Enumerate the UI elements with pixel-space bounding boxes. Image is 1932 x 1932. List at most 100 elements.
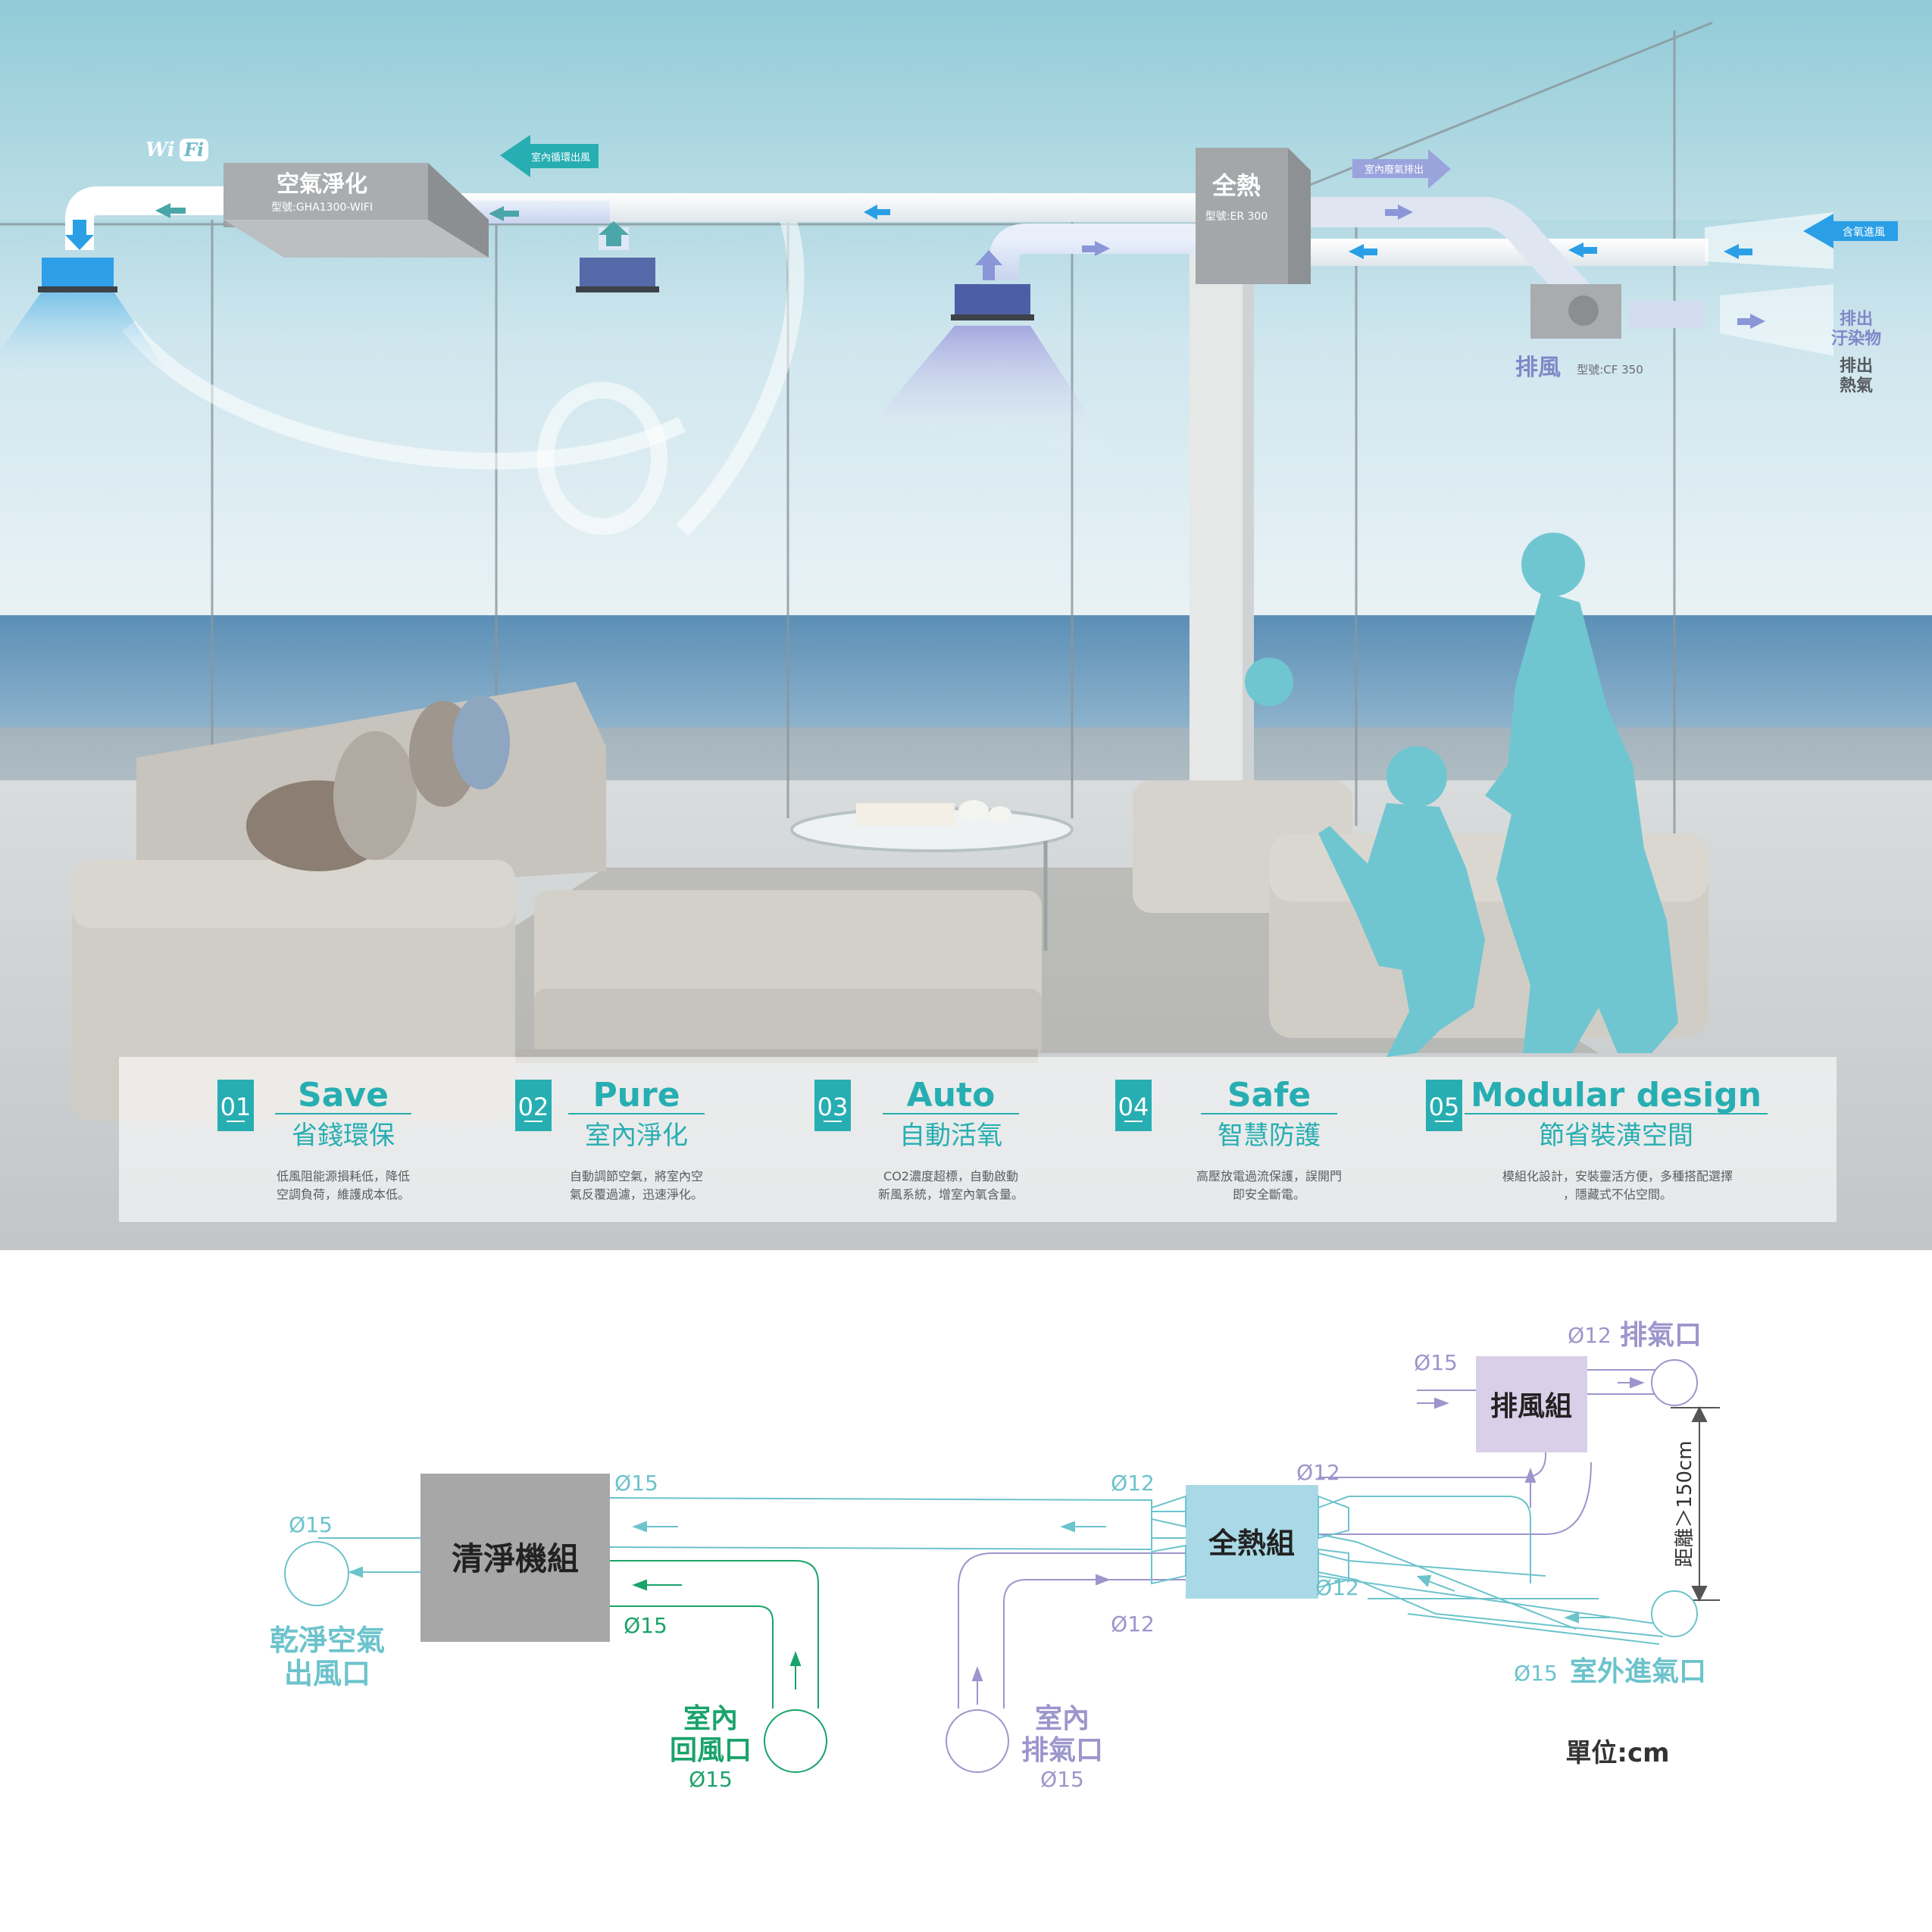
window-frames [0,21,1713,962]
feature-title-zh: 省錢環保 [292,1121,395,1151]
arrow-left-icon [489,206,519,221]
ceiling-outlet-1 [0,258,182,394]
indoor-exhaust-label-1: 室內 [1035,1703,1089,1734]
exhaust-outlet-vent [1651,1359,1698,1406]
purifier-unit [224,163,489,258]
feature-desc-line-1: 模組化設計，安裝靈活方便，多種搭配選擇 [1502,1169,1733,1183]
purifier-bottom-dia: Ø15 [624,1613,667,1638]
feature-title-en: Pure [592,1076,680,1114]
exhaust-in-dia: Ø15 [1414,1350,1458,1375]
purifier-title: 空氣淨化 [277,171,367,198]
arrow-left-icon [1568,242,1597,258]
feature-number-badge [1426,1080,1462,1131]
wifi-badge: Wi Fi [145,139,208,161]
exhaust-box [1476,1356,1587,1452]
feature-desc-line-1: 低風阻能源損耗低，降低 [277,1169,410,1183]
feature-number: 03 [818,1093,849,1121]
family-silhouette [1245,533,1678,1057]
exhaust-box-label: 排風組 [1490,1391,1572,1422]
indoor-exhaust-arrow: 室內廢氣排出 [1352,149,1451,189]
distance-label: 距離＞150cm [1674,1440,1696,1567]
indoor-exhaust-label-2: 排氣口 [1021,1735,1103,1766]
erv-title: 全熱 [1211,171,1261,200]
feature-title-zh: 自動活氧 [899,1121,1002,1151]
feature-title-en: Auto [907,1076,996,1114]
coffee-table [790,800,1074,951]
erv-left-top-dia: Ø12 [1111,1471,1155,1496]
feature-title-en: Safe [1227,1076,1311,1114]
feature-title-en: Save [298,1076,389,1114]
arrow-up-icon [975,250,1002,280]
exhaust-out-label: 排氣口 [1620,1320,1702,1351]
arrow-right-icon [1385,205,1413,220]
arrow-left-icon [155,203,186,218]
erv-model: 型號:ER 300 [1205,211,1268,223]
svg-text:室內廢氣排出: 室內廢氣排出 [1365,164,1424,176]
erv-unit [1196,148,1311,284]
discharge-pollutants: 排出汙染物 [1831,310,1881,349]
purifier-box [420,1474,610,1642]
feature-number: 02 [518,1093,549,1121]
arrow-right-icon [1082,241,1110,256]
arrow-right-icon [1737,314,1765,329]
oxygen-intake-arrow: 含氧進風 [1803,214,1898,249]
clean-outlet-dia: Ø15 [289,1512,333,1537]
purifier-model: 型號:GHA1300-WIFI [271,202,373,214]
feature-title-zh: 節省裝潢空間 [1539,1121,1693,1151]
feature-desc-line-1: CO2濃度超標，自動啟動 [883,1169,1018,1183]
svg-text:Fi: Fi [183,139,204,161]
erv-right-bottom-dia: Ø12 [1315,1575,1359,1600]
feature-title-zh: 智慧防護 [1218,1121,1321,1151]
duct-flow-arrows [65,203,1765,329]
feature-title-zh: 室內淨化 [585,1121,688,1151]
installation-diagram: 距離＞150cm 清淨機組 全熱組 排風組 [270,1320,1720,1792]
clean-outlet-vent [284,1541,349,1606]
feature-number-badge [515,1080,552,1131]
exhaust-unit [1530,284,1621,339]
erv-left-bottom-dia: Ø12 [1111,1612,1155,1637]
feature-number-badge [217,1080,254,1131]
feature-desc-line-1: 高壓放電過流保護，誤開門 [1196,1169,1342,1183]
vents [284,1359,1698,1773]
feature-number-badge [814,1080,851,1131]
feature-desc-line-2: 空調負荷，維護成本低。 [277,1187,410,1202]
clean-outlet-label-2: 出風口 [284,1657,370,1690]
purifier-top-dia: Ø15 [614,1471,658,1496]
exhaust-unit-title: 排風 [1515,355,1561,381]
arrow-left-icon [1724,244,1752,259]
return-air-duct [610,1560,819,1708]
arrow-up-icon [599,221,629,246]
ceiling-outlet-3 [871,284,1114,455]
living-room-scene: 室內循環出風 室內廢氣排出 含氧進風 Wi Fi 空氣淨化 型號:GHA1300… [0,0,1932,1250]
feature-number: 01 [220,1093,252,1121]
erv-box [1186,1485,1318,1599]
discharge-heat: 排出熱氣 [1840,357,1873,395]
svg-text:Wi: Wi [145,139,175,161]
feature-title-en: Modular design [1471,1076,1762,1114]
indoor-exhaust-dia: Ø15 [1040,1767,1084,1792]
svg-text:含氧進風: 含氧進風 [1843,227,1885,239]
feature-number: 04 [1118,1093,1149,1121]
outdoor-intake-vent [1651,1590,1698,1637]
feature-desc-line-2: 新風系統，增室內氧含量。 [878,1187,1024,1202]
sofa [72,682,1042,1121]
feature-desc-line-2: ，隱藏式不佔空間。 [1563,1187,1672,1202]
airflow-swirl [122,217,805,536]
arrow-left-icon [1349,244,1377,259]
svg-text:室內循環出風: 室內循環出風 [531,152,590,164]
clean-outlet-label-1: 乾淨空氣 [270,1624,385,1657]
return-label-1: 室內 [683,1703,738,1734]
purifier-box-label: 清淨機組 [452,1540,579,1577]
feature-desc-line-1: 自動調節空氣，將室內空 [570,1169,703,1183]
indoor-exhaust-vent [946,1709,1009,1773]
feature-number: 05 [1429,1093,1460,1121]
exhaust-unit-model: 型號:CF 350 [1577,363,1643,377]
return-label-2: 回風口 [670,1735,752,1766]
outdoor-intake-dia: Ø15 [1514,1661,1558,1686]
unit-label: 單位:cm [1565,1738,1669,1768]
erv-box-label: 全熱組 [1208,1527,1295,1560]
feature-desc-line-2: 氣反覆過濾，迅速淨化。 [570,1187,703,1202]
return-dia: Ø15 [689,1767,733,1792]
ceiling-outlet-2 [576,258,659,292]
